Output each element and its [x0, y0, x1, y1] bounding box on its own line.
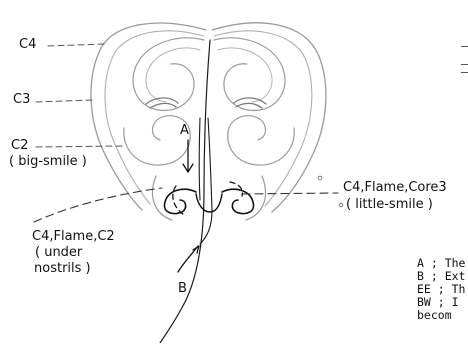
- core3-curl-right: [222, 189, 254, 213]
- lower-lobe-left: [153, 176, 172, 220]
- dot-marker-label: [339, 203, 343, 207]
- lower-lobe-right: [246, 176, 265, 220]
- leader-under-nostrils: [34, 188, 162, 222]
- c3-wing-left: [146, 98, 178, 108]
- label-under-nostrils-3: nostrils ): [34, 262, 91, 276]
- label-core3-note: ( little-smile ): [346, 198, 433, 212]
- center-line-right: [199, 118, 212, 244]
- marker-b: B: [178, 282, 187, 296]
- leader-c3: [36, 100, 92, 102]
- leader-c2: [36, 146, 122, 147]
- core3-curl-left: [164, 189, 196, 213]
- label-c2-note: ( big-smile ): [9, 155, 87, 169]
- c4-outer-contour-left: [91, 23, 206, 210]
- legend-notes: A ; The B ; Ext EE ; Th BW ; I becom: [417, 257, 468, 343]
- legend-line-becom: becom: [417, 309, 468, 322]
- edge-mark-3: [461, 72, 468, 73]
- leader-c4: [48, 44, 104, 46]
- arrow-a-icon: [183, 140, 193, 172]
- c4-outer-contour-right: [212, 23, 326, 212]
- edge-mark-1: [461, 46, 468, 47]
- label-under-nostrils-2: ( under: [35, 246, 82, 260]
- label-under-nostrils-1: C4,Flame,C2: [32, 230, 115, 244]
- c2-loop-right: [228, 116, 294, 165]
- label-c2: C2: [11, 139, 28, 153]
- c4-outer-contour-left-inner: [105, 31, 204, 204]
- arrow-b-icon: [178, 246, 199, 272]
- marker-a: A: [180, 124, 189, 138]
- label-c3: C3: [13, 93, 30, 107]
- label-c4: C4: [19, 38, 36, 52]
- label-core3: C4,Flame,Core3: [343, 181, 447, 195]
- edge-mark-2: [461, 64, 468, 65]
- center-line-main: [160, 40, 210, 343]
- dot-marker: [318, 176, 322, 180]
